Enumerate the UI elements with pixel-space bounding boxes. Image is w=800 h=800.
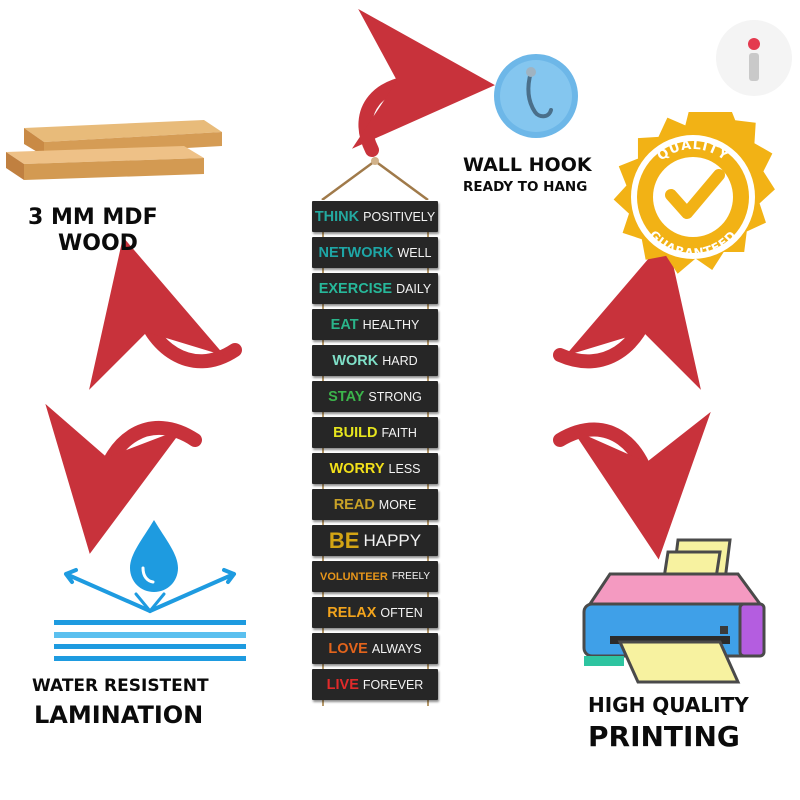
hook-title: WALL HOOK <box>463 154 592 176</box>
arrow-down-right <box>553 411 711 560</box>
printer-icon <box>582 538 766 684</box>
printing-line2: PRINTING <box>588 720 740 753</box>
plank-rest: OFTEN <box>380 605 423 620</box>
arrow-up-left <box>89 237 242 390</box>
hanging-string <box>321 157 429 200</box>
water-resistant-feature: WATER RESISTENT LAMINATION <box>20 510 260 740</box>
mdf-wood-feature: 3 MM MDF WOOD <box>0 110 260 270</box>
plank-keyword: BE <box>328 527 360 553</box>
plank-keyword: READ <box>333 496 375 513</box>
plank-rest: WELL <box>397 245 432 260</box>
water-line1: WATER RESISTENT <box>32 676 209 696</box>
quality-badge: QUALITY GUARANTEED <box>613 94 775 274</box>
plank-keyword: EAT <box>330 316 359 333</box>
plank-rest: STRONG <box>368 389 422 404</box>
plank-rest: HAPPY <box>363 530 422 550</box>
plank-keyword: WORK <box>332 352 379 369</box>
wall-hook-icon <box>494 54 578 138</box>
plank-keyword: EXERCISE <box>318 280 393 297</box>
hook-subtitle: READY TO HANG <box>463 179 588 195</box>
plank-keyword: LOVE <box>328 640 368 657</box>
plank-rest: LESS <box>388 461 421 476</box>
plank-keyword: RELAX <box>327 604 377 621</box>
plank-keyword: THINK <box>314 208 360 225</box>
mdf-line2: WOOD <box>58 231 138 256</box>
plank-rest: POSITIVELY <box>363 209 436 224</box>
arrow-up-right <box>352 9 495 157</box>
water-drop-icon <box>54 520 246 661</box>
quality-badge-feature: QUALITY GUARANTEED <box>608 94 778 282</box>
plank-rest: HARD <box>382 353 418 368</box>
plank-keyword: BUILD <box>333 424 378 441</box>
arrow-up-right-2 <box>553 237 701 390</box>
plank-keyword: NETWORK <box>318 244 394 261</box>
wood-planks-icon <box>6 120 222 180</box>
plank-keyword: WORRY <box>329 460 385 477</box>
plank-rest: ALWAYS <box>371 641 422 656</box>
wall-hook-feature: WALL HOOK READY TO HANG <box>455 50 625 200</box>
plank-rest: HEALTHY <box>362 317 420 332</box>
plank-rest: DAILY <box>396 281 432 296</box>
printing-line1: HIGH QUALITY <box>588 693 749 717</box>
plank-rest: FREELY <box>391 571 430 582</box>
brand-logo <box>716 20 792 96</box>
mdf-line1: 3 MM MDF <box>28 205 158 230</box>
plank-rest: MORE <box>378 497 417 512</box>
plank-rest: FOREVER <box>362 677 424 692</box>
arrow-down-left <box>45 403 202 554</box>
plank-rest: FAITH <box>381 425 417 440</box>
plank-keyword: STAY <box>328 388 365 405</box>
plank-keyword: VOLUNTEER <box>319 570 388 583</box>
water-line2: LAMINATION <box>34 701 204 729</box>
printing-feature: HIGH QUALITY PRINTING <box>560 520 790 760</box>
checkmark-icon <box>665 169 725 219</box>
plank-keyword: LIVE <box>326 676 359 693</box>
